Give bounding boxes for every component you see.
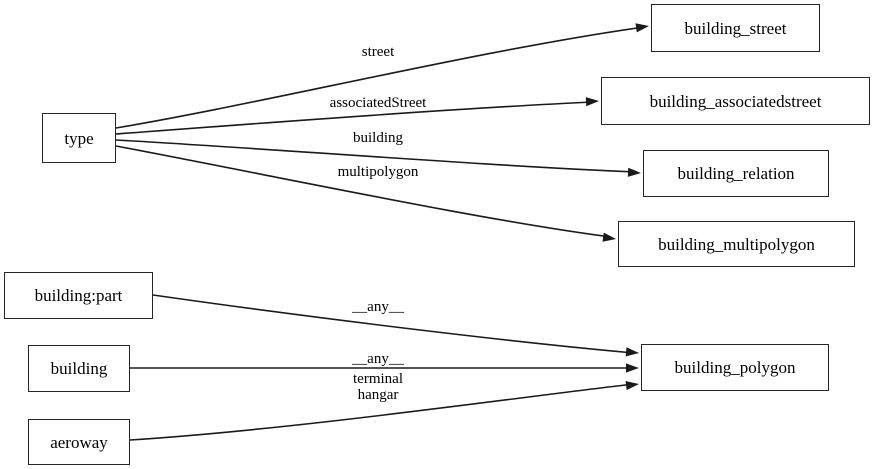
- arrowhead-icon: [625, 347, 639, 357]
- node-building-relation[interactable]: building_relation: [643, 150, 829, 197]
- edge-line: [129, 383, 635, 441]
- node-type[interactable]: type: [42, 113, 116, 163]
- arrowhead-icon: [602, 232, 616, 242]
- node-label: building:part: [34, 286, 123, 305]
- node-aeroway[interactable]: aeroway: [28, 419, 130, 465]
- edge-label-any-part: __any__: [352, 299, 404, 315]
- arrowhead-icon: [625, 381, 639, 391]
- edge-label-multipolygon: multipolygon: [337, 164, 419, 180]
- arrowhead-icon: [626, 363, 639, 373]
- node-label: aeroway: [50, 432, 108, 452]
- node-building-multipolygon[interactable]: building_multipolygon: [618, 221, 855, 267]
- node-label: building_associatedstreet: [649, 91, 822, 111]
- edge-line: [115, 101, 595, 135]
- edge-label-street: street: [361, 44, 395, 60]
- edge-label-associatedstreet: associatedStreet: [329, 95, 427, 111]
- node-building-polygon[interactable]: building_polygon: [641, 344, 829, 391]
- edge-line: [115, 139, 637, 173]
- arrowhead-icon: [585, 97, 599, 107]
- edge-label-any-building: __any__: [352, 351, 404, 367]
- edge-line: [115, 26, 645, 129]
- arrowhead-icon: [635, 23, 649, 33]
- edge-label-building: building: [352, 130, 404, 146]
- node-label: type: [64, 128, 94, 148]
- node-label: building: [50, 359, 108, 378]
- edge-line: [152, 294, 635, 354]
- node-building-associatedstreet[interactable]: building_associatedstreet: [601, 77, 870, 125]
- node-building-street[interactable]: building_street: [651, 4, 820, 52]
- node-label: building_relation: [677, 164, 795, 183]
- arrowhead-icon: [627, 167, 641, 177]
- node-label: building_street: [684, 18, 787, 38]
- node-label: building_polygon: [674, 358, 796, 377]
- edge-line: [115, 145, 612, 238]
- node-building[interactable]: building: [28, 345, 130, 392]
- node-building-part[interactable]: building:part: [4, 272, 153, 319]
- node-label: building_multipolygon: [658, 234, 815, 254]
